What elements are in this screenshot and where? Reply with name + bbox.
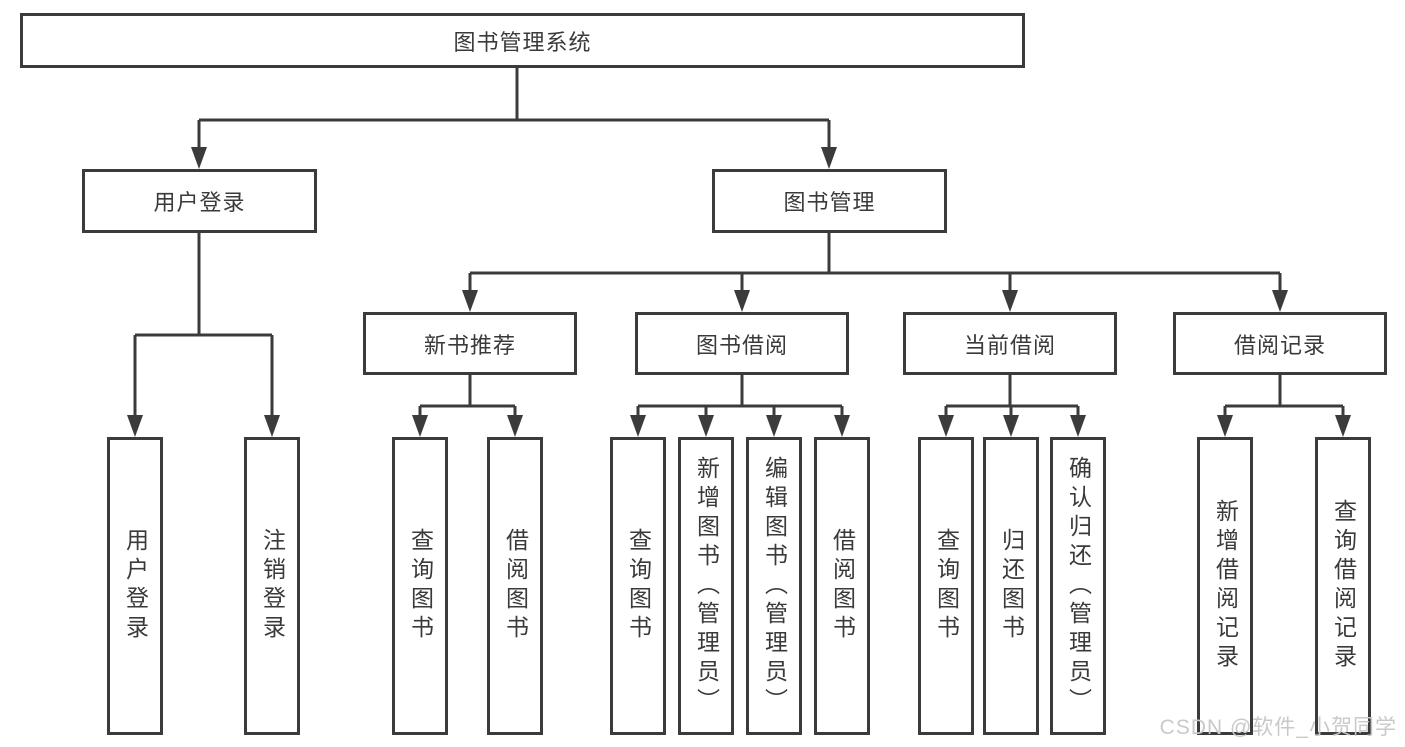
- leaf-return-book: 归还图书: [983, 437, 1039, 735]
- leaf-query-borrow-record-label: 查询借阅记录: [1330, 499, 1357, 673]
- node-root: 图书管理系统: [20, 13, 1025, 68]
- node-user-login-label: 用户登录: [153, 190, 246, 215]
- leaf-return-book-label: 归还图书: [998, 528, 1025, 644]
- leaf-logout: 注销登录: [244, 437, 300, 735]
- watermark: CSDN @软件_小贺同学: [1159, 716, 1397, 739]
- node-book-management: 图书管理: [712, 169, 947, 233]
- leaf-logout-label: 注销登录: [259, 528, 286, 644]
- leaf-edit-book-admin: 编辑图书（管理员）: [746, 437, 802, 735]
- leaf-edit-book-admin-label: 编辑图书（管理员）: [761, 455, 788, 717]
- leaf-query-books-recommend-label: 查询图书: [407, 528, 434, 644]
- leaf-user-login-label: 用户登录: [122, 528, 149, 644]
- leaf-borrow-books-borrowing: 借阅图书: [814, 437, 870, 735]
- node-current-borrowing: 当前借阅: [903, 312, 1117, 375]
- leaf-confirm-return-admin: 确认归还（管理员）: [1050, 437, 1106, 735]
- leaf-add-book-admin: 新增图书（管理员）: [678, 437, 734, 735]
- connector-segments: [133, 68, 1345, 417]
- leaf-query-books-borrowing: 查询图书: [610, 437, 666, 735]
- node-new-book-recommend: 新书推荐: [363, 312, 577, 375]
- leaf-borrow-books-recommend-label: 借阅图书: [502, 528, 529, 644]
- arrowhead-icons: [127, 147, 1351, 437]
- node-user-login: 用户登录: [82, 169, 317, 233]
- node-new-book-recommend-label: 新书推荐: [423, 332, 516, 358]
- node-borrowing-records-label: 借阅记录: [1233, 332, 1326, 358]
- node-root-label: 图书管理系统: [453, 29, 592, 55]
- node-borrowing-records: 借阅记录: [1173, 312, 1387, 375]
- leaf-add-book-admin-label: 新增图书（管理员）: [693, 455, 720, 717]
- leaf-query-books-current-label: 查询图书: [933, 528, 960, 644]
- node-book-management-label: 图书管理: [783, 190, 876, 215]
- leaf-add-borrow-record-label: 新增借阅记录: [1212, 499, 1239, 673]
- leaf-query-borrow-record: 查询借阅记录: [1315, 437, 1371, 735]
- leaf-query-books-current: 查询图书: [918, 437, 974, 735]
- leaf-borrow-books-recommend: 借阅图书: [487, 437, 543, 735]
- node-book-borrowing: 图书借阅: [635, 312, 849, 375]
- leaf-add-borrow-record: 新增借阅记录: [1197, 437, 1253, 735]
- node-current-borrowing-label: 当前借阅: [963, 332, 1056, 358]
- leaf-borrow-books-borrowing-label: 借阅图书: [829, 528, 856, 644]
- node-book-borrowing-label: 图书借阅: [695, 332, 788, 358]
- leaf-user-login: 用户登录: [107, 437, 163, 735]
- leaf-query-books-borrowing-label: 查询图书: [625, 528, 652, 644]
- leaf-query-books-recommend: 查询图书: [392, 437, 448, 735]
- leaf-confirm-return-admin-label: 确认归还（管理员）: [1065, 455, 1092, 717]
